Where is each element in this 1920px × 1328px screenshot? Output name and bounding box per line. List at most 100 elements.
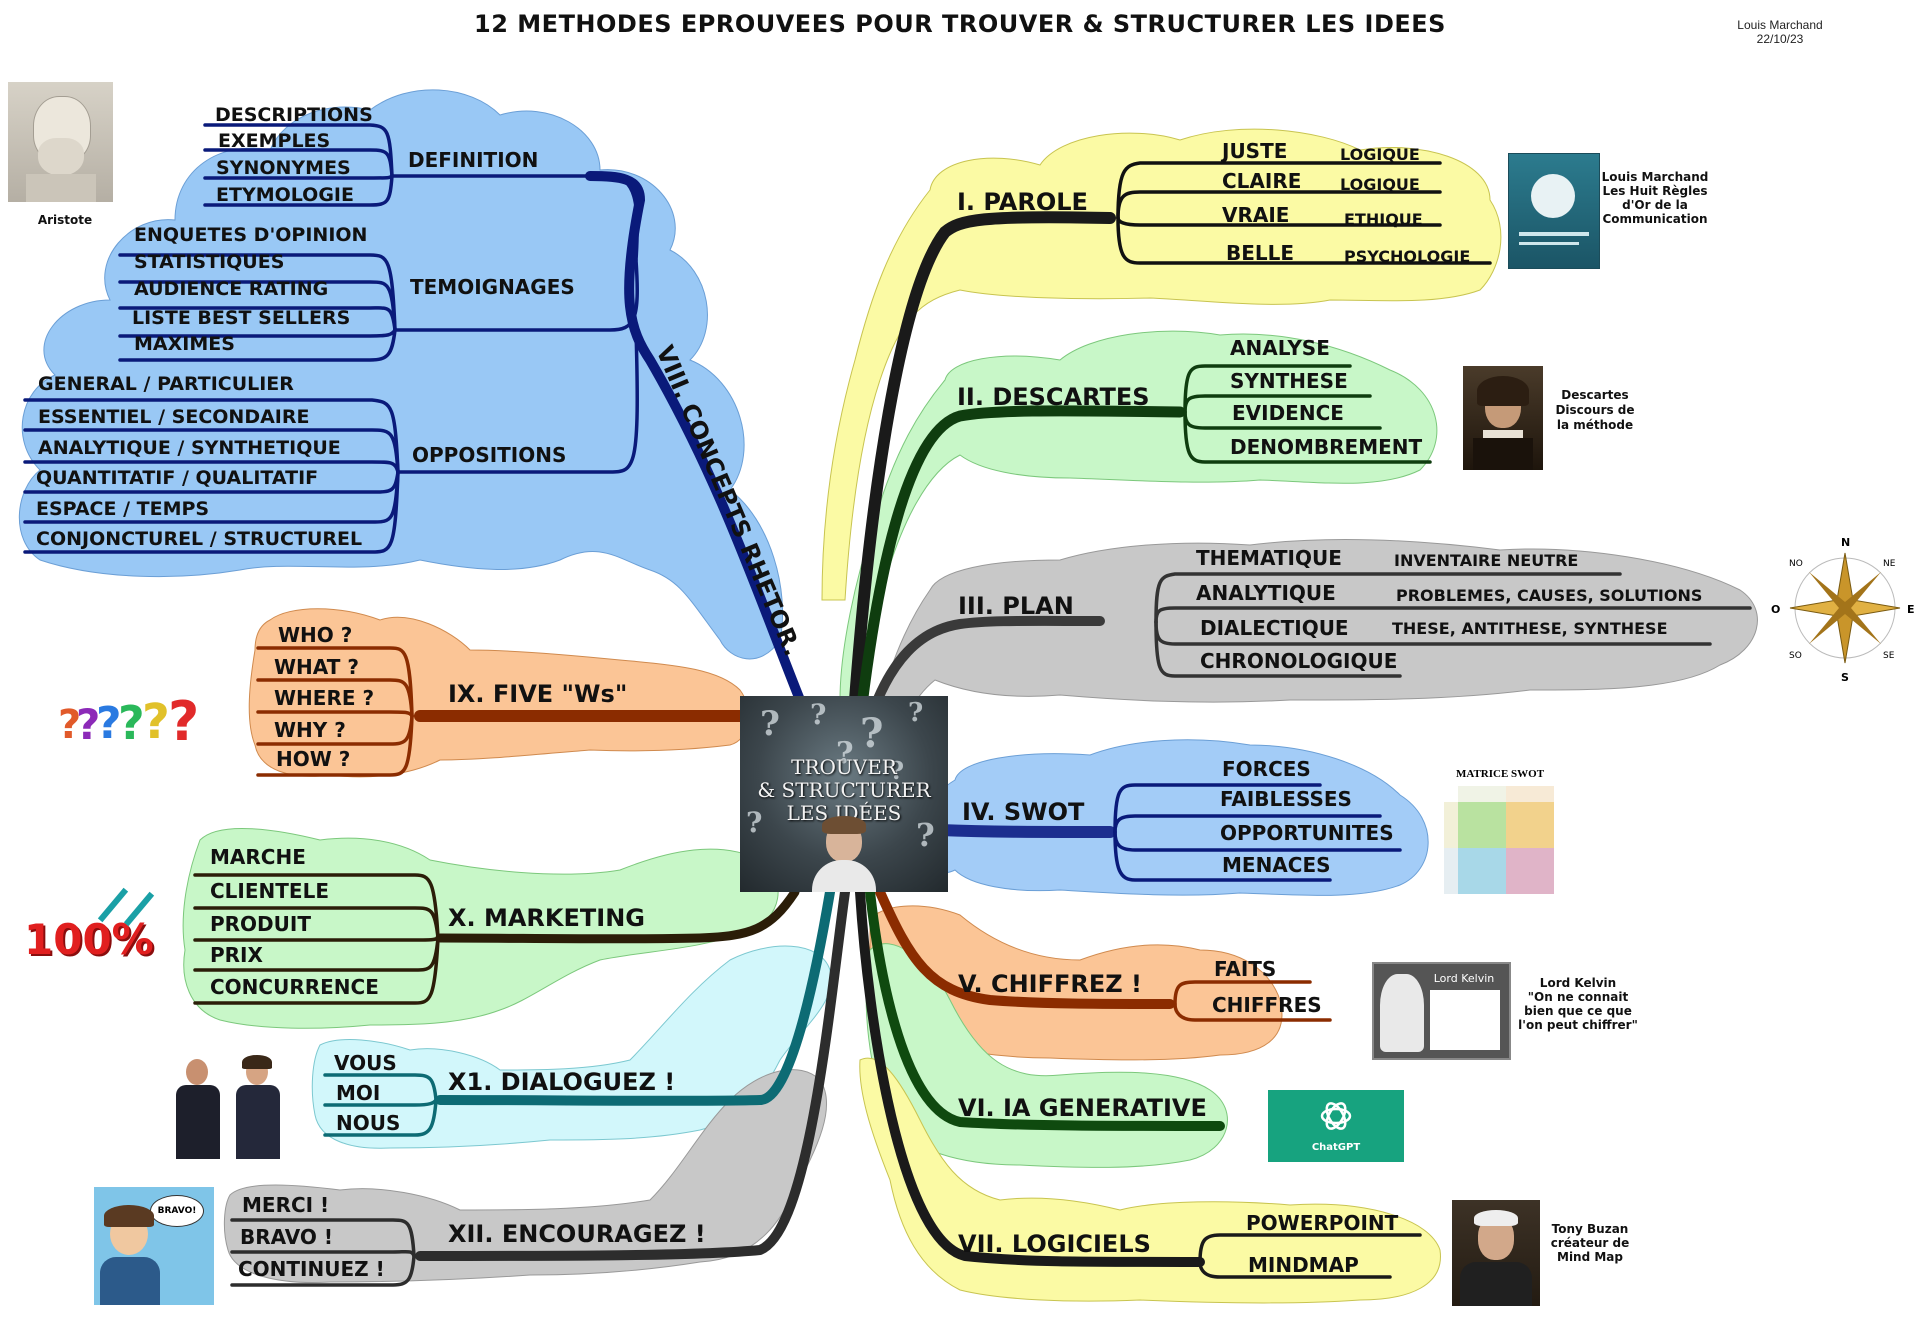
leaf-general: GENERAL / PARTICULIER xyxy=(38,373,294,395)
leaf-bravo: BRAVO ! xyxy=(240,1225,333,1249)
leaf-espace: ESPACE / TEMPS xyxy=(36,498,209,520)
leaf-menaces: MENACES xyxy=(1222,853,1331,877)
leaf-opportunites: OPPORTUNITES xyxy=(1220,821,1394,845)
leaf-exemples: EXEMPLES xyxy=(218,130,330,152)
label-swot: IV. SWOT xyxy=(962,798,1085,826)
swot-title: MATRICE SWOT xyxy=(1455,768,1545,780)
caption-book-2: Les Huit Règles xyxy=(1602,184,1708,198)
center-line-3: LES IDÉES xyxy=(786,801,902,825)
leaf-dialectique: DIALECTIQUE xyxy=(1200,616,1349,640)
leaf-descriptions: DESCRIPTIONS xyxy=(215,104,373,126)
leaf-maximes: MAXIMES xyxy=(134,333,235,355)
leaf-vous: VOUS xyxy=(334,1051,397,1075)
leaf-marche: MARCHE xyxy=(210,845,306,869)
leaf-prix: PRIX xyxy=(210,943,264,967)
leaf-best-sellers: LISTE BEST SELLERS xyxy=(132,307,350,329)
leaf-conjoncturel: CONJONCTUREL / STRUCTUREL xyxy=(36,528,362,550)
caption-buzan: Tony Buzan créateur de Mind Map xyxy=(1540,1222,1640,1264)
chatgpt-logo: ChatGPT xyxy=(1268,1090,1404,1162)
leaf-claire: CLAIRE xyxy=(1222,169,1301,193)
chatgpt-label: ChatGPT xyxy=(1311,1142,1361,1153)
branch-line-descartes xyxy=(856,405,1186,711)
page-title: 12 METHODES EPROUVEES POUR TROUVER & STR… xyxy=(474,10,1446,38)
leaf-why: WHY ? xyxy=(274,718,346,742)
kelvin-plate: Lord Kelvin xyxy=(1433,972,1495,985)
caption-descartes-3: la méthode xyxy=(1556,418,1634,432)
caption-book-4: Communication xyxy=(1602,212,1708,226)
center-line-1: TROUVER xyxy=(791,755,897,779)
leaf-labels: JUSTE CLAIRE VRAIE BELLE LOGIQUE LOGIQUE… xyxy=(36,104,1702,1281)
leaf-vraie: VRAIE xyxy=(1222,203,1289,227)
label-plan: III. PLAN xyxy=(958,592,1074,620)
branch-line-plan xyxy=(865,615,1105,725)
cloud-backgrounds xyxy=(18,89,1758,1304)
caption-descartes-1: Descartes xyxy=(1561,388,1629,402)
leaf-forces: FORCES xyxy=(1222,757,1311,781)
leaf-clientele: CLIENTELE xyxy=(210,879,329,903)
label-descartes: II. DESCARTES xyxy=(957,383,1150,411)
compass-n: N xyxy=(1841,536,1850,549)
leaf-problemes: PROBLEMES, CAUSES, SOLUTIONS xyxy=(1396,586,1702,605)
label-marketing: X. MARKETING xyxy=(448,904,645,932)
compass-no: NO xyxy=(1789,559,1803,569)
compass-o: O xyxy=(1771,603,1780,616)
compass-e: E xyxy=(1907,603,1915,616)
aristote-bust-icon xyxy=(8,82,113,202)
leaf-where: WHERE ? xyxy=(274,686,374,710)
cloud-five-ws xyxy=(248,608,750,778)
leaf-what: WHAT ? xyxy=(274,655,359,679)
compass-ne: NE xyxy=(1883,559,1896,569)
leaf-ethique: ETHIQUE xyxy=(1344,210,1423,229)
leaf-faiblesses: FAIBLESSES xyxy=(1220,787,1352,811)
leaf-merci: MERCI ! xyxy=(242,1193,329,1217)
center-image: ? ? ? ? ? ? ? ? TROUVER & STRUCTURER LES… xyxy=(740,696,948,892)
question-marks-icon: ? ? ? ? ? ? xyxy=(58,690,200,753)
leaf-essentiel: ESSENTIEL / SECONDAIRE xyxy=(38,406,309,428)
leaf-evidence: EVIDENCE xyxy=(1232,401,1344,425)
leaf-analytique-synth: ANALYTIQUE / SYNTHETIQUE xyxy=(38,437,341,459)
center-title: TROUVER & STRUCTURER LES IDÉES xyxy=(740,756,948,825)
caption-book-1: Louis Marchand xyxy=(1601,170,1709,184)
branch-line-chiffrez xyxy=(875,887,1175,1009)
compass-icon: N S E O NE NO SE SO xyxy=(1771,536,1915,684)
leaf-chronologique: CHRONOLOGIQUE xyxy=(1200,649,1397,673)
leaf-juste: JUSTE xyxy=(1220,139,1287,163)
cloud-parole xyxy=(821,128,1502,601)
leaf-moi: MOI xyxy=(336,1081,380,1105)
business-people-icon xyxy=(176,1055,288,1159)
branch-line-marketing xyxy=(435,887,800,944)
caption-kelvin-2: "On ne connait xyxy=(1527,990,1629,1004)
book-cover-icon xyxy=(1508,153,1600,269)
leaf-continuez: CONTINUEZ ! xyxy=(238,1257,385,1281)
leaf-etymologie: ETYMOLOGIE xyxy=(216,184,354,206)
label-temoignages: TEMOIGNAGES xyxy=(410,275,575,299)
sub-branches xyxy=(23,123,1752,1287)
author-date: 22/10/23 xyxy=(1756,32,1804,46)
caption-descartes-2: Discours de xyxy=(1555,403,1635,417)
leaf-powerpoint: POWERPOINT xyxy=(1246,1211,1399,1235)
openai-knot-icon xyxy=(1320,1102,1352,1130)
bravo-woman-icon: BRAVO! xyxy=(94,1187,214,1305)
leaf-logique-2: LOGIQUE xyxy=(1340,175,1420,194)
leaf-synonymes: SYNONYMES xyxy=(216,157,351,179)
leaf-who: WHO ? xyxy=(278,623,352,647)
caption-book-3: d'Or de la xyxy=(1622,198,1688,212)
author-block: Louis Marchand 22/10/23 xyxy=(1690,18,1870,46)
label-five-ws: IX. FIVE "Ws" xyxy=(448,680,627,708)
leaf-concurrence: CONCURRENCE xyxy=(210,975,379,999)
caption-buzan-1: Tony Buzan xyxy=(1551,1222,1629,1236)
percent-text: 100% xyxy=(24,915,154,964)
caption-descartes: Descartes Discours de la méthode xyxy=(1545,388,1645,433)
cloud-descartes xyxy=(839,330,1438,701)
cloud-marketing xyxy=(182,827,779,1029)
branch-line-swot xyxy=(934,824,1116,838)
branch-line-logiciels xyxy=(855,887,1205,1267)
leaf-logique-1: LOGIQUE xyxy=(1340,145,1420,164)
leaf-belle: BELLE xyxy=(1226,241,1294,265)
leaf-analyse: ANALYSE xyxy=(1230,336,1330,360)
branch-line-encouragez xyxy=(415,887,850,1261)
leaf-denombrement: DENOMBREMENT xyxy=(1230,435,1423,459)
cloud-plan xyxy=(869,539,1758,761)
caption-book: Louis Marchand Les Huit Règles d'Or de l… xyxy=(1600,170,1710,226)
